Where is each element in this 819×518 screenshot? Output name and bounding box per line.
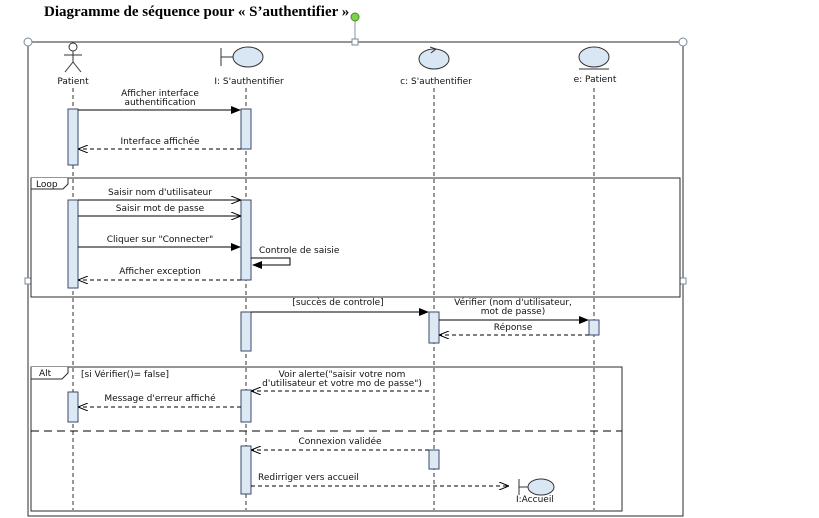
message-label-8: [succès de controle] [292, 297, 383, 308]
activation-boundary-2 [240, 199, 252, 281]
activation-boundary-5 [240, 445, 252, 495]
alt-guard: [si Vérifier()= false] [81, 369, 169, 380]
message-label-4: Saisir mot de passe [116, 204, 205, 214]
message-label-1b: authentification [124, 98, 195, 108]
page-title: Diagramme de séquence pour « S’authentif… [44, 4, 350, 20]
activation-control-2 [428, 449, 440, 470]
message-label-11a: Voir alerte("saisir votre nom [279, 370, 406, 380]
message-label-6: Controle de saisie [259, 246, 340, 256]
message-label-11b: d'utilisateur et votre mo de passe") [262, 379, 422, 389]
alt-label: Alt [39, 369, 52, 379]
activation-boundary-4 [240, 389, 252, 423]
activation-boundary-3 [240, 311, 252, 352]
rotate-handle[interactable] [350, 12, 360, 22]
lifeline-label-control: c: S'authentifier [400, 77, 472, 87]
entity-icon [578, 46, 610, 70]
resize-handle-top-right[interactable] [678, 37, 688, 47]
message-arrow-6-self [251, 257, 291, 269]
control-icon [418, 46, 450, 70]
resize-handle-top-left[interactable] [23, 37, 33, 47]
message-label-13: Connexion validée [298, 436, 382, 447]
accueil-label: I:Accueil [516, 495, 554, 505]
activation-boundary-1 [240, 108, 252, 150]
lifeline-label-boundary: I: S'authentifier [214, 77, 284, 87]
message-label-9b: mot de passe) [481, 307, 545, 317]
accueil-boundary-icon [518, 478, 555, 496]
loop-fragment [30, 177, 681, 298]
message-label-9a: Vérifier (nom d'utilisateur, [454, 297, 572, 308]
activation-actor-1 [67, 108, 79, 166]
activation-actor-2 [67, 199, 79, 289]
message-label-12: Message d'erreur affiché [104, 393, 216, 404]
message-label-1a: Afficher interface [121, 89, 199, 99]
boundary-icon [220, 46, 264, 68]
message-label-5: Cliquer sur "Connecter" [107, 235, 213, 245]
message-label-14: Redirriger vers accueil [258, 473, 359, 483]
message-label-10: Réponse [494, 322, 533, 333]
activation-control-1 [428, 311, 440, 344]
message-label-7: Afficher exception [119, 267, 201, 277]
lifeline-label-actor: Patient [57, 77, 89, 87]
message-label-2: Interface affichée [120, 136, 200, 147]
actor-patient-icon [64, 42, 82, 73]
message-label-3: Saisir nom d'utilisateur [108, 188, 212, 198]
alt-fragment-tab [30, 367, 69, 380]
resize-handle-middle-right[interactable] [679, 277, 687, 285]
loop-label: Loop [36, 180, 58, 190]
alt-fragment [30, 366, 623, 512]
lifeline-label-entity: e: Patient [574, 75, 617, 85]
resize-handle-middle-left[interactable] [24, 277, 32, 285]
activation-entity-1 [588, 319, 600, 336]
resize-handle-top-middle[interactable] [351, 38, 359, 46]
activation-actor-3 [67, 391, 79, 423]
loop-fragment-tab [30, 178, 69, 190]
